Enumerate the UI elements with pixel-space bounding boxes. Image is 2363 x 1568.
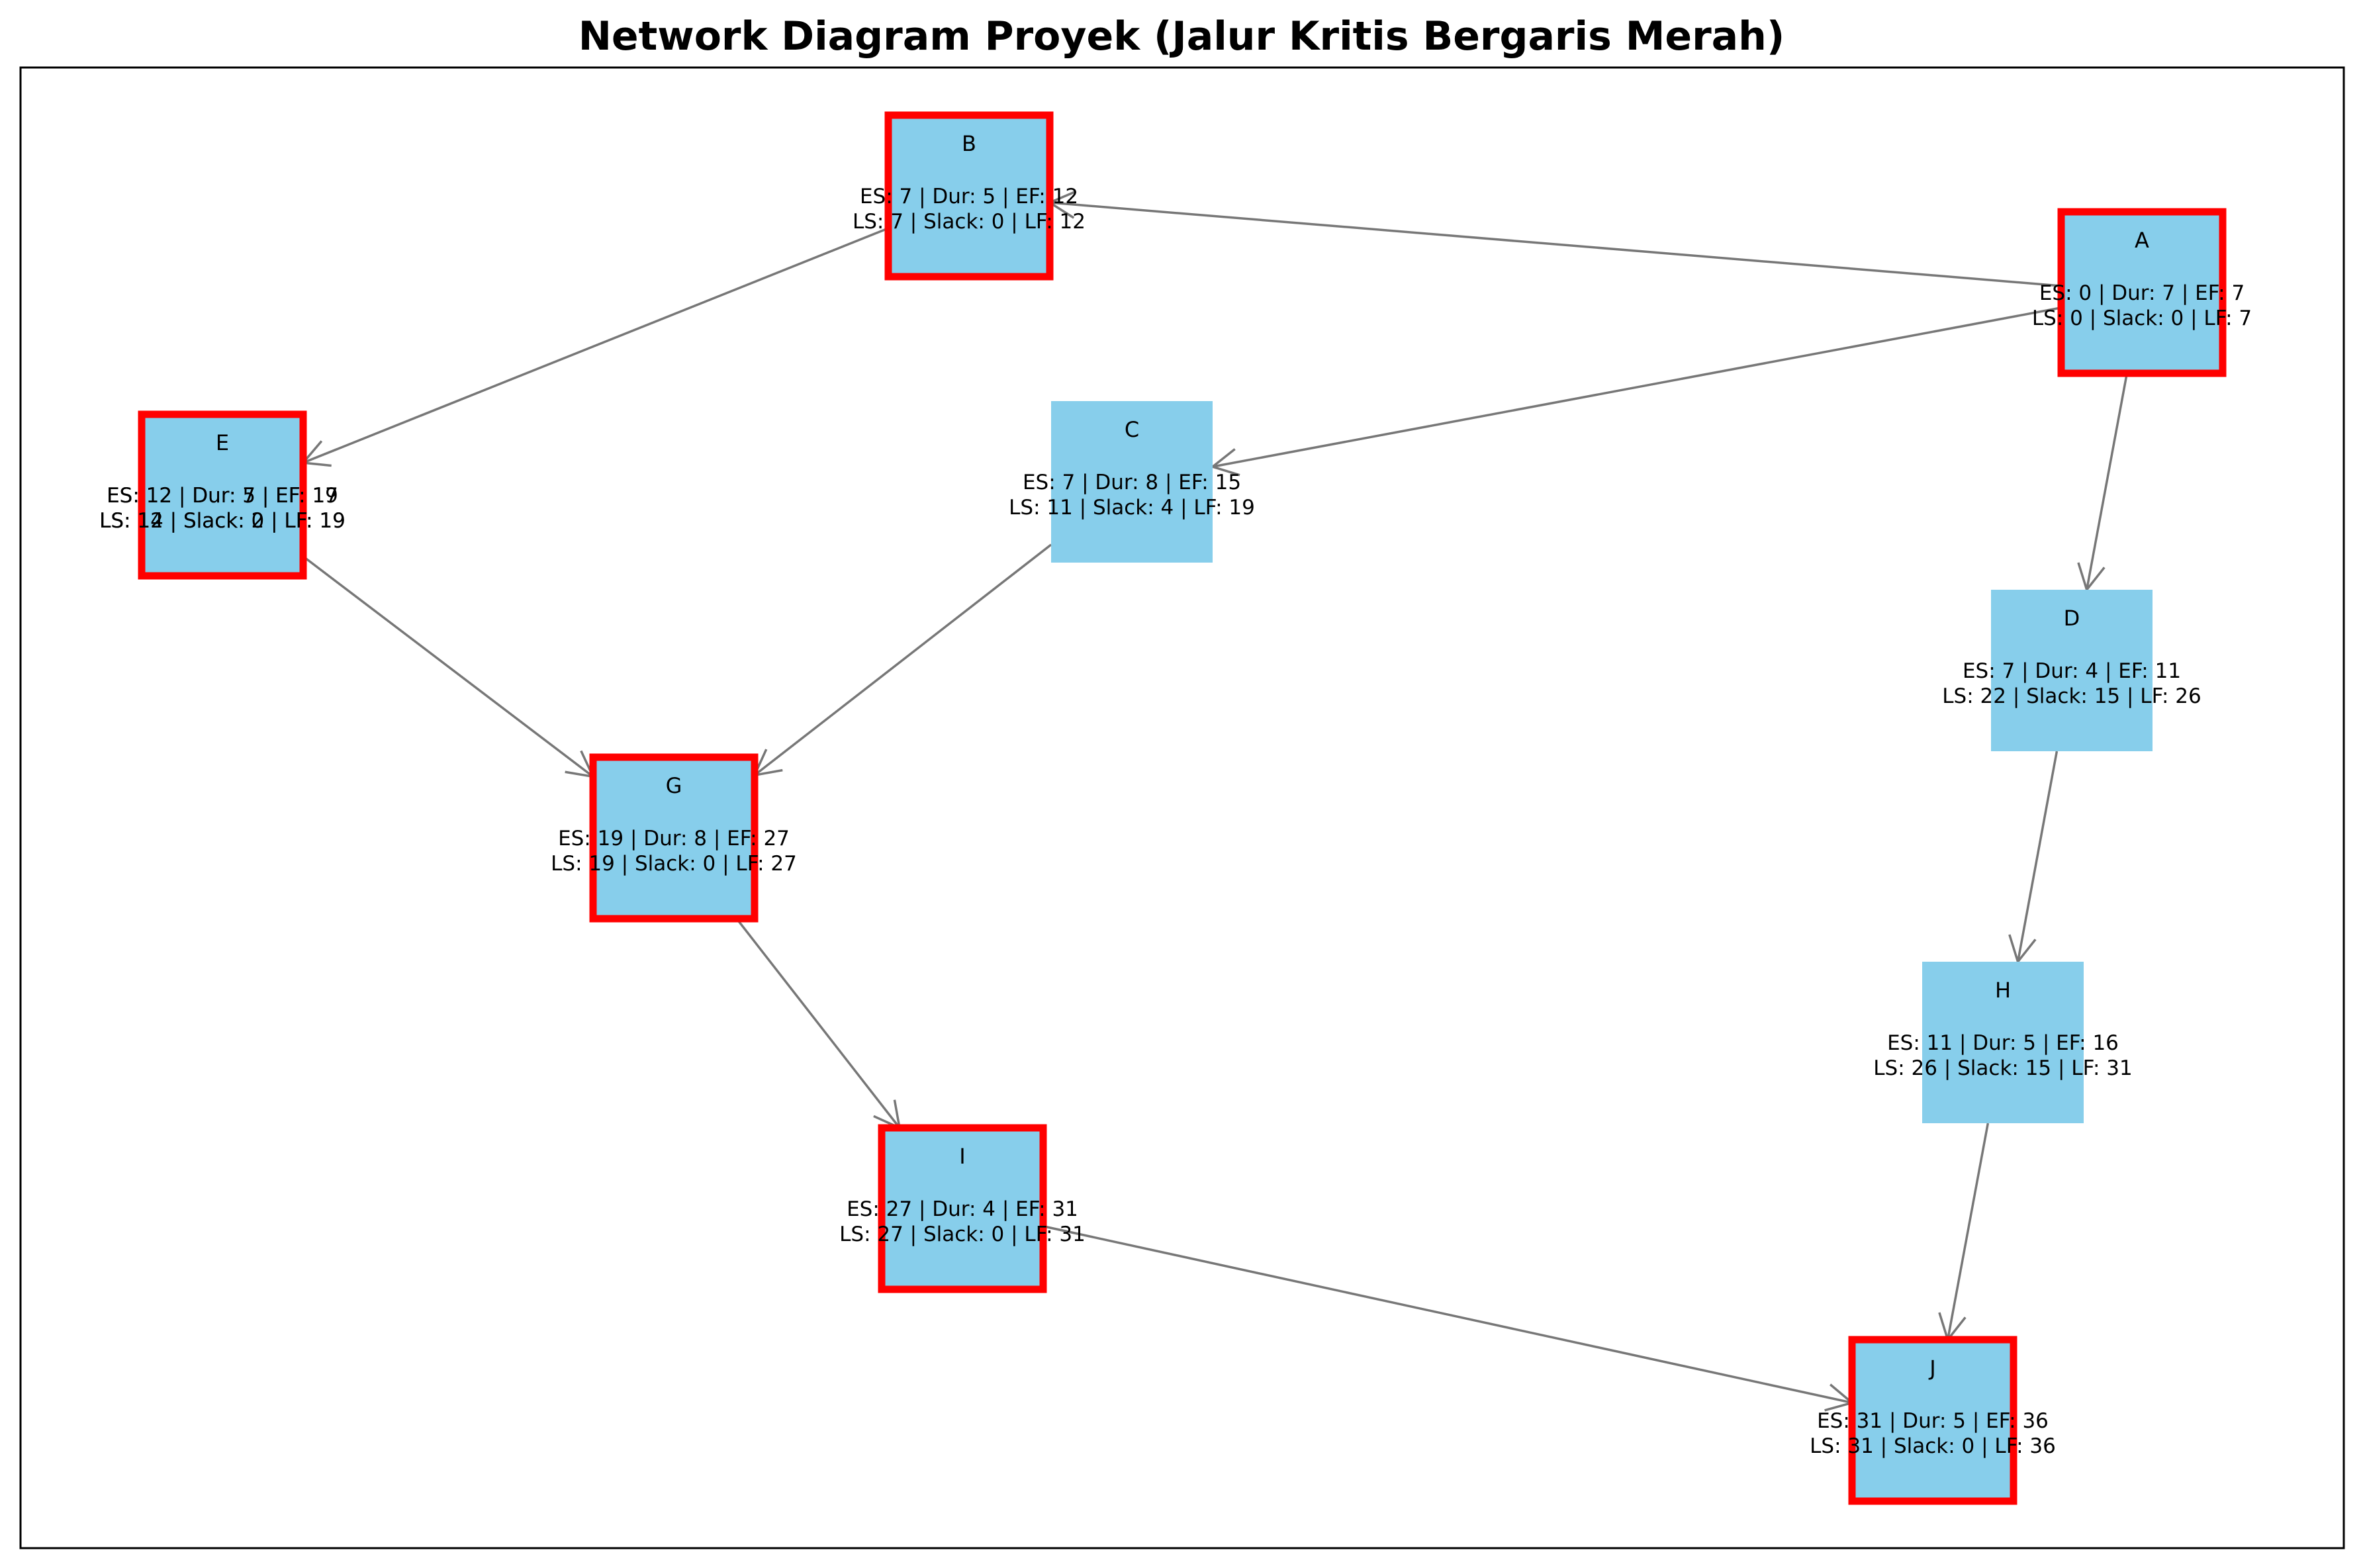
node-label-I: I xyxy=(959,1144,965,1169)
node-line1-B: ES: 7 | Dur: 5 | EF: 12 xyxy=(860,185,1078,208)
node-label-G: G xyxy=(666,773,682,798)
node-line1-I: ES: 27 | Dur: 4 | EF: 31 xyxy=(847,1197,1078,1221)
node-overlap-line1-E: ES: 12 | Dur: 5 | EF: 17 xyxy=(107,484,338,508)
node-line2-B: LS: 7 | Slack: 0 | LF: 12 xyxy=(853,210,1086,234)
node-box-J xyxy=(1848,1336,2017,1505)
node-line2-D: LS: 22 | Slack: 15 | LF: 26 xyxy=(1942,684,2201,708)
diagram-title: Network Diagram Proyek (Jalur Kritis Ber… xyxy=(579,13,1785,60)
node-line2-I: LS: 27 | Slack: 0 | LF: 31 xyxy=(839,1222,1086,1246)
node-label-B: B xyxy=(962,131,976,156)
node-overlap-line2-E: LS: 14 | Slack: 2 | LF: 19 xyxy=(99,509,346,533)
node-line2-A: LS: 0 | Slack: 0 | LF: 7 xyxy=(2032,306,2252,330)
node-box-A xyxy=(2057,208,2227,377)
nodes-layer: A ES: 0 | Dur: 7 | EF: 7LS: 0 | Slack: 0 … xyxy=(99,111,2252,1505)
edge-B-E xyxy=(301,227,889,467)
edge-I-J xyxy=(1042,1224,1855,1412)
edge-E-G xyxy=(302,555,595,778)
edge-C-G xyxy=(753,543,1052,777)
edge-A-B xyxy=(1047,190,2062,287)
node-box-B xyxy=(884,111,1054,281)
node-label-A: A xyxy=(2135,228,2149,253)
node-line1-C: ES: 7 | Dur: 8 | EF: 15 xyxy=(1023,471,1241,494)
node-line1-E: ES: 12 | Dur: 7 | EF: 19 xyxy=(107,484,338,508)
edge-A-C xyxy=(1210,306,2062,477)
node-line1-H: ES: 11 | Dur: 5 | EF: 16 xyxy=(1887,1031,2119,1055)
node-line1-G: ES: 19 | Dur: 8 | EF: 27 xyxy=(558,827,790,851)
edge-A-D xyxy=(2077,373,2129,592)
node-label-E: E xyxy=(216,430,229,455)
edge-D-H xyxy=(2008,751,2059,964)
node-box-G xyxy=(589,753,759,923)
node-line1-D: ES: 7 | Dur: 4 | EF: 11 xyxy=(1963,659,2181,683)
node-line2-J: LS: 31 | Slack: 0 | LF: 36 xyxy=(1810,1434,2056,1458)
node-label-D: D xyxy=(2064,606,2080,631)
node-label-H: H xyxy=(1995,978,2011,1003)
node-line2-C: LS: 11 | Slack: 4 | LF: 19 xyxy=(1009,496,1255,520)
node-box-H xyxy=(1922,962,2084,1123)
edge-G-I xyxy=(735,917,902,1130)
node-line2-H: LS: 26 | Slack: 15 | LF: 31 xyxy=(1873,1056,2132,1080)
plot-frame xyxy=(19,66,2345,1549)
node-label-C: C xyxy=(1125,417,1139,442)
node-box-E xyxy=(138,410,307,580)
node-box-C xyxy=(1051,401,1213,563)
node-line2-G: LS: 19 | Slack: 0 | LF: 27 xyxy=(551,852,797,876)
node-line1-A: ES: 0 | Dur: 7 | EF: 7 xyxy=(2039,281,2245,305)
node-label-J: J xyxy=(1928,1356,1935,1381)
edges-layer xyxy=(301,190,2129,1412)
node-box-I xyxy=(878,1124,1047,1293)
node-line2-E: LS: 12 | Slack: 0 | LF: 19 xyxy=(99,509,346,533)
node-A: A ES: 0 | Dur: 7 | EF: 7LS: 0 | Slack: 0 … xyxy=(2032,208,2252,377)
edge-H-J xyxy=(1938,1123,1990,1342)
node-line1-J: ES: 31 | Dur: 5 | EF: 36 xyxy=(1817,1409,2049,1433)
node-box-D xyxy=(1991,590,2153,751)
